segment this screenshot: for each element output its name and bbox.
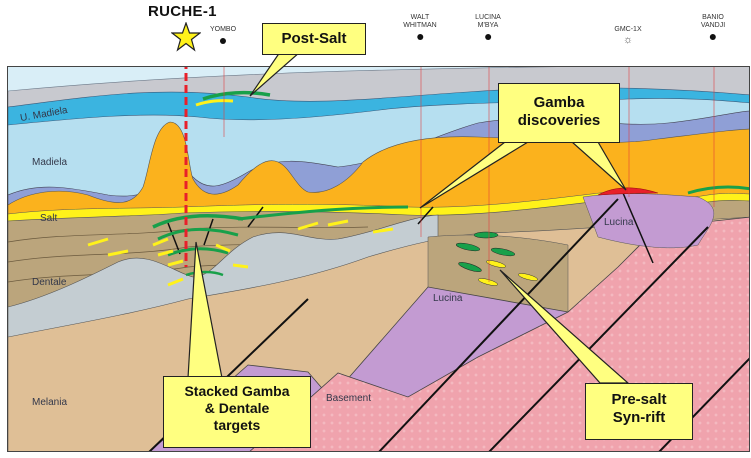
well-banio-vandji: BANIO VANDJI xyxy=(701,14,725,40)
layer-label-madiela: Madiela xyxy=(32,157,68,168)
well-name: VANDJI xyxy=(700,22,726,29)
well-yombo: YOMBO xyxy=(210,26,236,44)
well-header-strip: RUCHE-1 YOMBO WALT WHITMAN LUCINA M'BYA … xyxy=(0,0,751,66)
ruche-1-label: RUCHE-1 xyxy=(148,3,217,20)
callout-post-salt: Post-Salt xyxy=(262,23,366,55)
callout-text: Gamba xyxy=(533,94,585,111)
callout-text: & Dentale xyxy=(204,399,270,416)
well-lucina-mbya: LUCINA M'BYA xyxy=(475,14,501,40)
layer-label-salt: Salt xyxy=(40,213,58,224)
layer-label-dentale: Dentale xyxy=(32,277,67,288)
star-icon xyxy=(171,22,201,52)
callout-text: Post-Salt xyxy=(281,30,347,47)
gas-show-sun-icon: ☼ xyxy=(622,34,634,46)
well-gmc-1x: GMC-1X ☼ xyxy=(614,26,641,46)
callout-gamba-discoveries: Gamba discoveries xyxy=(498,83,620,143)
well-name: WALT xyxy=(410,14,430,21)
callout-stacked-gamba-dentale: Stacked Gamba & Dentale targets xyxy=(163,376,311,448)
callout-presalt-synrift: Pre-salt Syn-rift xyxy=(585,383,693,440)
well-name: GMC-1X xyxy=(614,26,642,33)
callout-text: discoveries xyxy=(517,112,601,129)
well-name: M'BYA xyxy=(477,22,499,29)
callout-text: Pre-salt xyxy=(611,391,667,408)
well-dot-icon xyxy=(220,38,226,44)
well-name: YOMBO xyxy=(209,26,237,33)
well-walt-whitman: WALT WHITMAN xyxy=(403,14,437,40)
well-name: LUCINA xyxy=(475,14,501,21)
callout-text: Stacked Gamba xyxy=(184,383,290,399)
layer-label-lucina-lower: Lucina xyxy=(433,293,463,304)
well-dot-icon xyxy=(416,34,423,40)
well-name: BANIO xyxy=(702,14,724,21)
layer-label-lucina-upper: Lucina xyxy=(604,217,634,228)
layer-label-melania: Melania xyxy=(32,397,68,408)
well-dot-icon xyxy=(485,34,491,40)
layer-label-basement: Basement xyxy=(326,393,372,404)
callout-text: targets xyxy=(213,416,261,433)
well-dot-icon xyxy=(710,34,716,40)
callout-text: Syn-rift xyxy=(612,409,666,426)
well-name: WHITMAN xyxy=(403,22,437,29)
